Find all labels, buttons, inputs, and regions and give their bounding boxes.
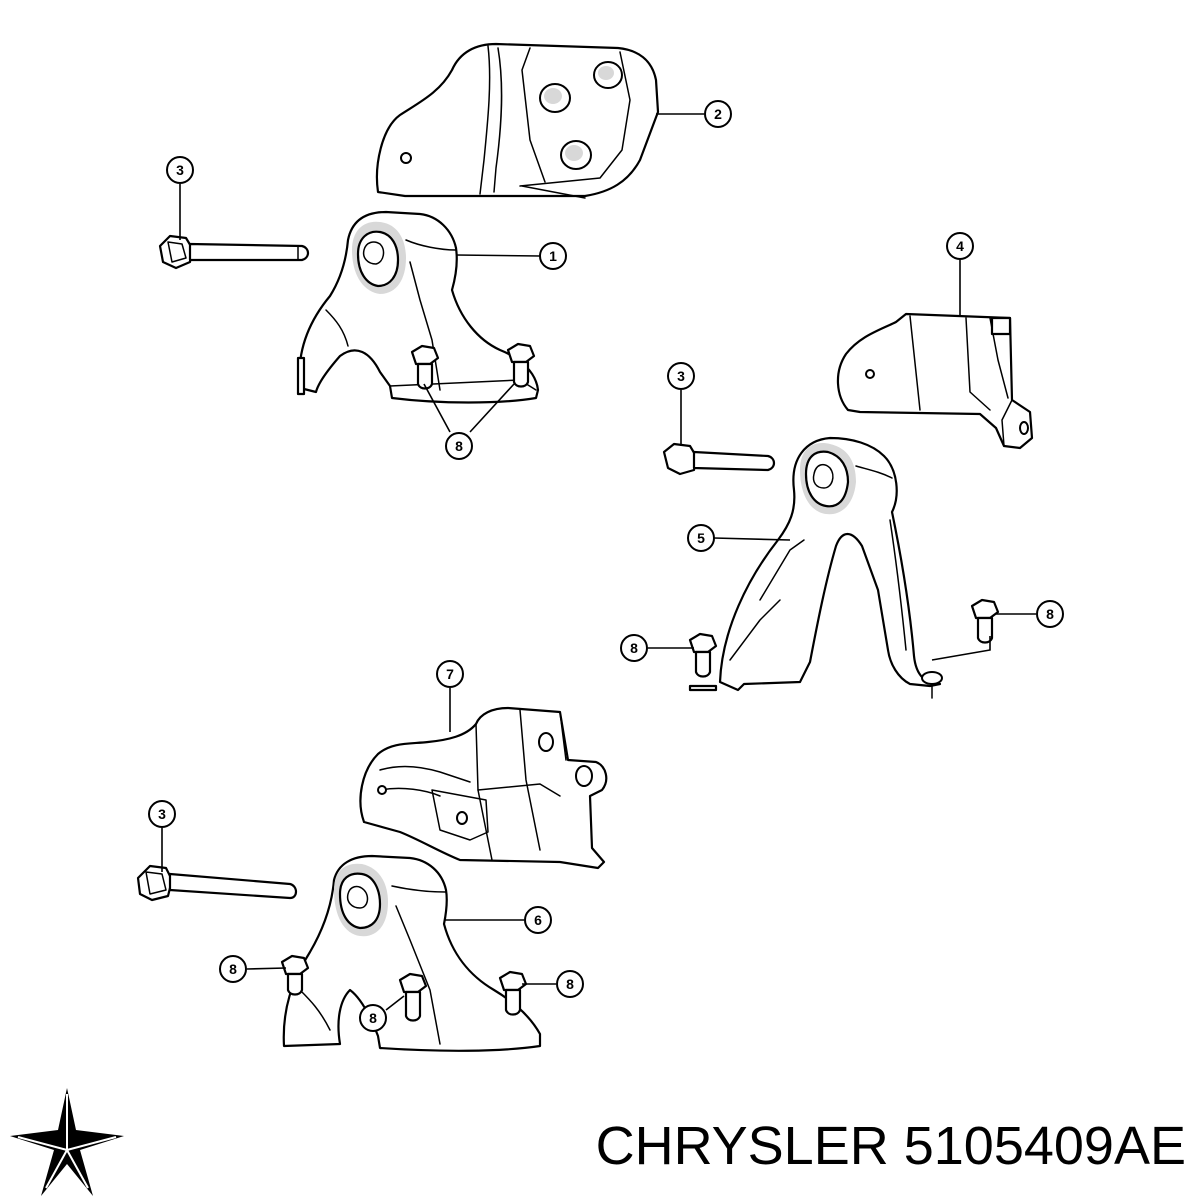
callout-label: 3: [158, 806, 166, 822]
bolt-part-3-middle: [662, 442, 776, 476]
callout-label: 8: [455, 438, 463, 454]
callout-1: 1: [539, 242, 567, 270]
callout-label: 8: [229, 961, 237, 977]
callout-8-bottom-right: 8: [556, 970, 584, 998]
bolt-part-8-bottom-c: [498, 970, 528, 1016]
callout-4: 4: [946, 232, 974, 260]
bolt-part-8-bottom-b: [398, 972, 428, 1022]
callout-label: 3: [677, 368, 685, 384]
callout-label: 4: [956, 238, 964, 254]
bolt-part-3-top: [158, 234, 310, 270]
callout-label: 1: [549, 248, 557, 264]
bolt-part-8-bottom-a: [280, 954, 310, 996]
callout-8-middle-left: 8: [620, 634, 648, 662]
bracket-part-7: [359, 706, 608, 870]
engine-mount-part-1: [296, 210, 540, 404]
callout-7: 7: [436, 660, 464, 688]
callout-label: 2: [714, 106, 722, 122]
chrysler-pentastar-icon: [10, 1088, 124, 1196]
brand-space: [889, 1116, 904, 1176]
callout-8-bottom-middle: 8: [359, 1004, 387, 1032]
bracket-part-2: [375, 42, 660, 199]
brand-name: CHRYSLER: [596, 1116, 889, 1176]
callout-label: 8: [630, 640, 638, 656]
bolt-part-8-top-a: [410, 344, 440, 390]
callout-2: 2: [704, 100, 732, 128]
part-number: 5105409AE: [904, 1116, 1186, 1176]
callout-5: 5: [687, 524, 715, 552]
callout-3-middle: 3: [667, 362, 695, 390]
transmission-mount-part-5: [688, 436, 943, 699]
callout-8-top: 8: [445, 432, 473, 460]
leader-lines: [161, 113, 1036, 1011]
callout-label: 8: [369, 1010, 377, 1026]
callout-6: 6: [524, 906, 552, 934]
callout-label: 6: [534, 912, 542, 928]
bolt-part-3-bottom: [136, 864, 298, 902]
callout-label: 8: [566, 976, 574, 992]
callout-3-top: 3: [166, 156, 194, 184]
callout-8-bottom-left: 8: [219, 955, 247, 983]
callout-8-middle-right: 8: [1036, 600, 1064, 628]
brand-part-label: CHRYSLER 5105409AE: [596, 1116, 1186, 1176]
callout-label: 8: [1046, 606, 1054, 622]
bolt-part-8-middle-b: [970, 598, 1000, 644]
engine-mount-part-6: [282, 854, 542, 1052]
callout-label: 7: [446, 666, 454, 682]
callout-3-bottom: 3: [148, 800, 176, 828]
bolt-part-8-middle-a: [688, 632, 718, 678]
bolt-part-8-top-b: [506, 342, 536, 388]
callout-label: 5: [697, 530, 705, 546]
callout-label: 3: [176, 162, 184, 178]
bracket-part-4: [836, 312, 1034, 450]
